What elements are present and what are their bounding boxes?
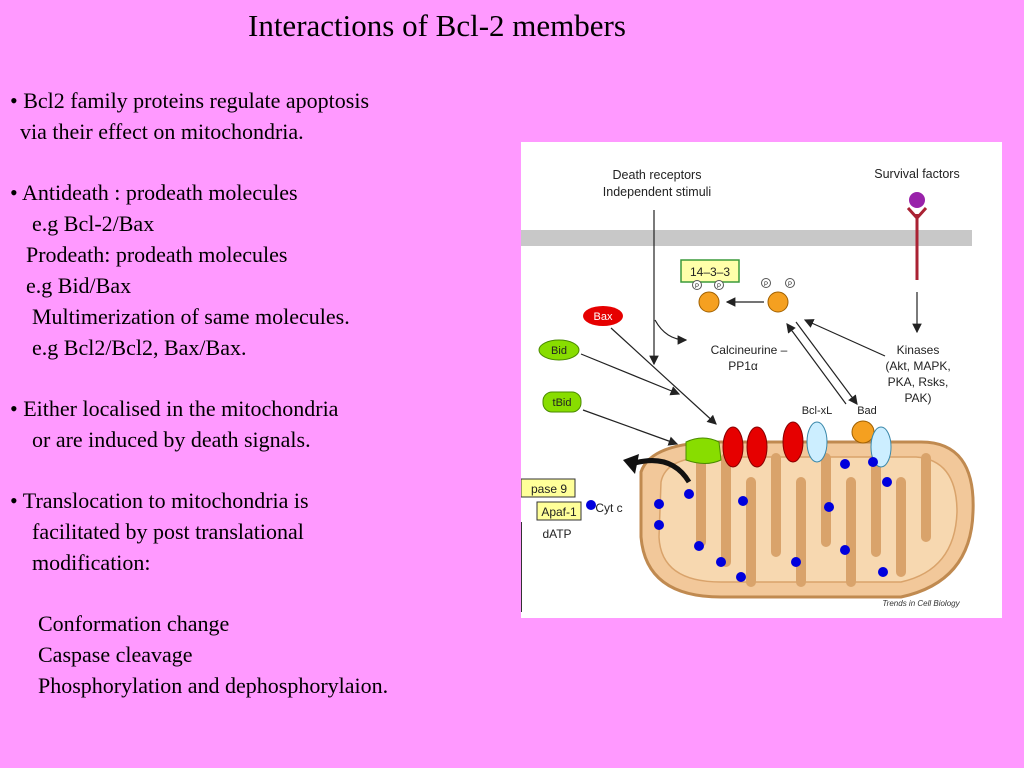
bullet-line: e.g Bcl2/Bcl2, Bax/Bax. bbox=[32, 335, 247, 360]
kinases-label: PKA, Rsks, bbox=[888, 375, 949, 389]
figure-credit: Trends in Cell Biology bbox=[882, 599, 960, 608]
phospho-label: P bbox=[695, 284, 699, 290]
bullet-line: modification: bbox=[32, 550, 151, 575]
phospho-label: P bbox=[788, 282, 792, 288]
bullet-line: • Either localised in the mitochondria bbox=[10, 396, 339, 421]
apaf1-label: Apaf-1 bbox=[541, 505, 577, 519]
bax-badge bbox=[583, 306, 623, 326]
bad-protein bbox=[851, 420, 875, 444]
independent-stimuli-label: Independent stimuli bbox=[603, 185, 711, 199]
bid-label: Bid bbox=[551, 345, 567, 357]
bclxl-label: Bcl-xL bbox=[802, 405, 833, 417]
survival-factors-label: Survival factors bbox=[874, 167, 959, 181]
kinases-label: (Akt, MAPK, bbox=[885, 359, 950, 373]
death-receptors-label: Death receptors bbox=[613, 168, 702, 182]
bclxl-protein bbox=[806, 421, 828, 463]
bclxl-protein bbox=[870, 426, 892, 468]
bcl2-protein bbox=[782, 421, 804, 463]
kinases-label: Kinases bbox=[897, 343, 940, 357]
cytc-label: Cyt c bbox=[595, 501, 622, 515]
bullet-line: Prodeath: prodeath molecules bbox=[26, 242, 288, 267]
protein-14-3-3-label: 14–3–3 bbox=[690, 265, 730, 279]
caspase9-box bbox=[521, 478, 576, 498]
bullet-line: Phosphorylation and dephosphorylaion. bbox=[38, 673, 389, 698]
tbid-label: tBid bbox=[553, 397, 572, 409]
kinases-label: PAK) bbox=[904, 391, 931, 405]
bullet-line: • Bcl2 family proteins regulate apoptosi… bbox=[10, 88, 370, 113]
phospho-label: P bbox=[764, 282, 768, 288]
protein-14-3-3-box bbox=[680, 259, 740, 283]
phospho-label: P bbox=[717, 284, 721, 290]
bullet-line: e.g Bcl-2/Bax bbox=[32, 211, 155, 236]
bullet-line: via their effect on mitochondria. bbox=[20, 119, 304, 144]
bullet-line: • Antideath : prodeath molecules bbox=[10, 180, 298, 205]
tbid-inserted bbox=[685, 437, 722, 464]
cytochrome-c-dots bbox=[586, 457, 892, 582]
apoptosis-diagram: Death receptors Independent stimuli Surv… bbox=[521, 142, 1002, 618]
bullet-line: or are induced by death signals. bbox=[32, 427, 311, 452]
cell-membrane bbox=[521, 230, 972, 246]
caspase9-label: pase 9 bbox=[531, 482, 567, 496]
bullet-line: e.g Bid/Bax bbox=[26, 273, 132, 298]
apaf1-box bbox=[536, 501, 582, 521]
bax-label: Bax bbox=[594, 311, 613, 323]
bax-protein bbox=[722, 426, 744, 468]
calcineurine-label: Calcineurine – bbox=[711, 343, 788, 357]
pp1-label: PP1α bbox=[728, 359, 758, 373]
bad-label: Bad bbox=[857, 405, 877, 417]
bullet-line: Multimerization of same molecules. bbox=[32, 304, 350, 329]
bullet-line: facilitated by post translational bbox=[32, 519, 304, 544]
tbid-badge bbox=[542, 391, 582, 413]
bullet-line: Conformation change bbox=[38, 611, 230, 636]
datp-label: dATP bbox=[542, 527, 571, 541]
survival-factor-icon bbox=[909, 192, 925, 208]
bid-badge bbox=[538, 339, 580, 361]
bullet-line: Caspase cleavage bbox=[38, 642, 193, 667]
bullet-line: • Translocation to mitochondria is bbox=[10, 488, 309, 513]
slide-title: Interactions of Bcl-2 members bbox=[248, 8, 626, 43]
bax-protein bbox=[746, 426, 768, 468]
